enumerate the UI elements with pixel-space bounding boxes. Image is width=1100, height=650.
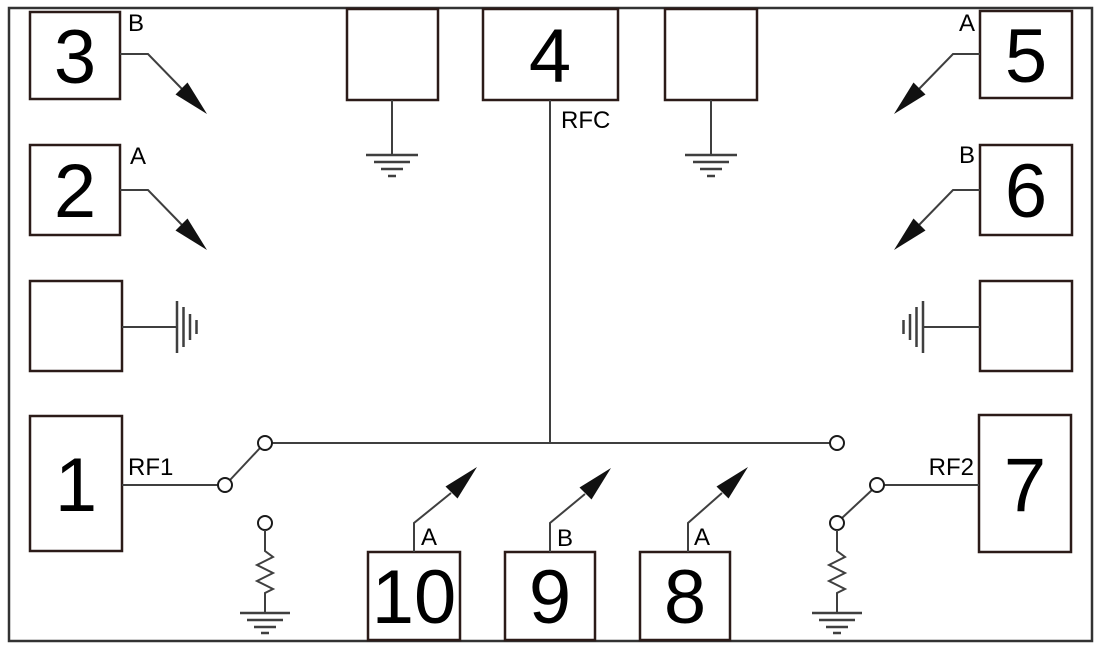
pin-box-4	[481, 7, 620, 102]
ground-right-icon	[902, 301, 980, 353]
pin-number-2: 2	[54, 149, 96, 234]
port-label-rf2: RF2	[929, 454, 974, 481]
ctrl-label-pin10: A	[421, 524, 437, 551]
ctrl-label-pin3: B	[128, 10, 144, 37]
ctrl-label-pin9: B	[557, 525, 573, 552]
ctrl-label-pin6: B	[959, 142, 975, 169]
ctrl-arrow-pin6-icon	[894, 189, 980, 250]
ctrl-label-pin2: A	[130, 143, 146, 170]
ctrl-arrow-pin8-icon	[687, 467, 748, 552]
ctrl-label-pin5: A	[959, 10, 975, 37]
shunt-resistor-right-icon	[812, 530, 862, 635]
shunt-resistor-left-icon	[240, 530, 290, 635]
pin-number-5: 5	[1005, 14, 1047, 99]
pin-box-gnd-top-left	[345, 7, 440, 102]
pin-box-gnd-left	[28, 279, 124, 373]
pin-number-9: 9	[529, 555, 571, 640]
bus-left-node	[257, 435, 273, 451]
pin-number-6: 6	[1005, 149, 1047, 234]
pin-number-8: 8	[664, 555, 706, 640]
bus-right-node	[829, 435, 845, 451]
ctrl-label-pin8: A	[694, 524, 710, 551]
pin-box-9	[503, 550, 597, 642]
pin-box-7	[977, 413, 1073, 554]
rf1-switch-arm	[229, 447, 261, 481]
pin-number-10: 10	[372, 555, 457, 640]
ground-left-icon	[122, 301, 198, 353]
ctrl-arrow-pin3-icon	[120, 53, 207, 114]
pin-number-4: 4	[529, 14, 571, 99]
pin-box-3	[28, 10, 122, 101]
rf1-switch-node	[217, 477, 233, 493]
ctrl-arrow-pin5-icon	[894, 53, 980, 114]
pin-number-7: 7	[1004, 443, 1046, 528]
pin-box-gnd-top-right	[663, 7, 759, 102]
shunt-right-node	[829, 515, 845, 531]
ctrl-arrow-pin9-icon	[549, 468, 611, 552]
ctrl-arrow-pin2-icon	[120, 189, 207, 250]
port-label-rfc: RFC	[561, 107, 610, 134]
rf2-switch-arm	[841, 489, 873, 519]
pin-box-gnd-right	[978, 279, 1074, 373]
rf2-switch-node	[869, 477, 885, 493]
ground-top-left-icon	[366, 100, 418, 178]
ctrl-arrow-pin10-icon	[413, 467, 477, 552]
port-label-rf1: RF1	[128, 454, 173, 481]
pin-number-3: 3	[54, 15, 96, 100]
pin-box-8	[638, 550, 732, 642]
ground-top-right-icon	[685, 100, 737, 178]
pin-box-1	[28, 414, 124, 553]
shunt-left-node	[257, 515, 273, 531]
pin-number-1: 1	[55, 443, 97, 528]
pin-box-10	[366, 550, 462, 642]
pin-box-2	[28, 143, 122, 237]
